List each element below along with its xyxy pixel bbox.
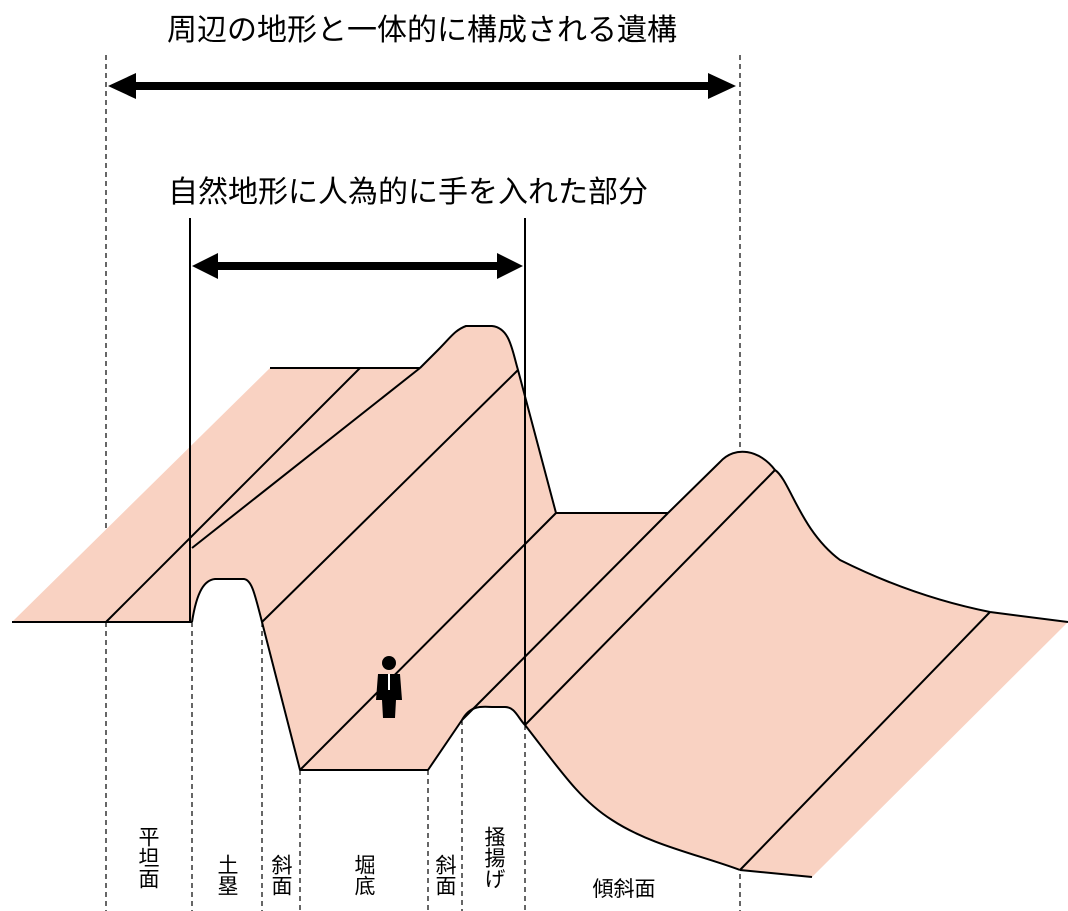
person-icon xyxy=(376,656,402,718)
segment-label-slope-right: 斜面 xyxy=(433,854,457,896)
segment-label-raised-bank: 掻揚げ xyxy=(482,826,506,889)
terrain xyxy=(12,218,1068,878)
segment-label-moat-bottom: 堀底 xyxy=(352,854,376,896)
segment-label-flat: 平坦面 xyxy=(136,826,160,889)
segment-label-incline: 傾斜面 xyxy=(593,877,656,901)
title-inner: 自然地形に人為的に手を入れた部分 xyxy=(168,175,648,210)
section-lines xyxy=(105,367,991,871)
segment-label-embankment: 土塁 xyxy=(215,854,239,896)
segment-labels: 平坦面 土塁 斜面 堀底 斜面 掻揚げ 傾斜面 xyxy=(136,826,656,901)
segment-label-slope-left: 斜面 xyxy=(269,854,293,896)
outer-span-arrow xyxy=(108,73,736,99)
inner-span-arrow xyxy=(192,253,523,279)
terrain-fill xyxy=(12,326,1068,877)
title-outer: 周辺の地形と一体的に構成される遺構 xyxy=(167,13,677,48)
